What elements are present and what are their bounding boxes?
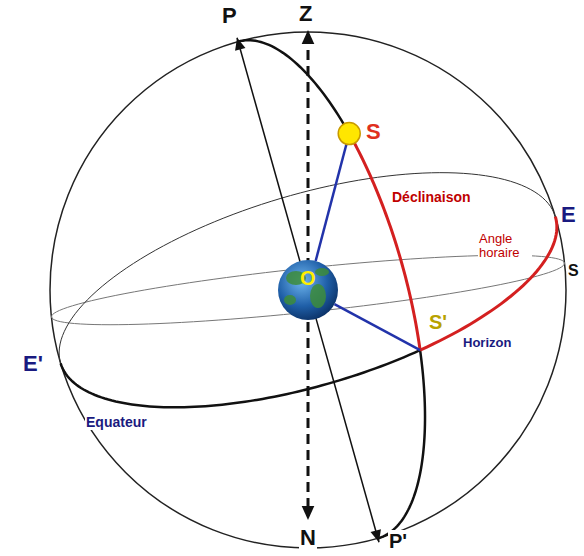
arrow-head [302,506,315,520]
earth-land [284,268,329,308]
celestial-sphere-outline [50,32,566,548]
pole-label: P [222,4,237,28]
projection-label: S' [428,311,448,333]
center-label: O [300,267,316,289]
arrow-head [302,30,315,44]
land-shape [315,268,329,276]
sun-symbol [338,123,360,145]
south-label: S [567,262,580,280]
radius-line [316,144,347,261]
equator-front [61,350,420,407]
hour-circle [238,40,349,133]
star-label: S [366,120,381,144]
hour-circle [378,350,425,538]
hour-angle-label: Angle horaire [478,232,532,261]
arrow-head [371,529,381,542]
radius-line [334,304,420,350]
east-label: E [560,203,577,227]
pole-label: P' [388,530,408,552]
zenith-label: Z [299,2,312,26]
land-shape [284,295,296,305]
earth-globe [278,260,338,320]
nadir-label: N [299,526,317,550]
equator-label: Equateur [85,415,148,430]
horizon-label: Horizon [462,336,512,350]
hour-angle-arc [420,217,557,350]
declination-label: Déclinaison [392,190,471,205]
west-label: E' [22,352,44,376]
